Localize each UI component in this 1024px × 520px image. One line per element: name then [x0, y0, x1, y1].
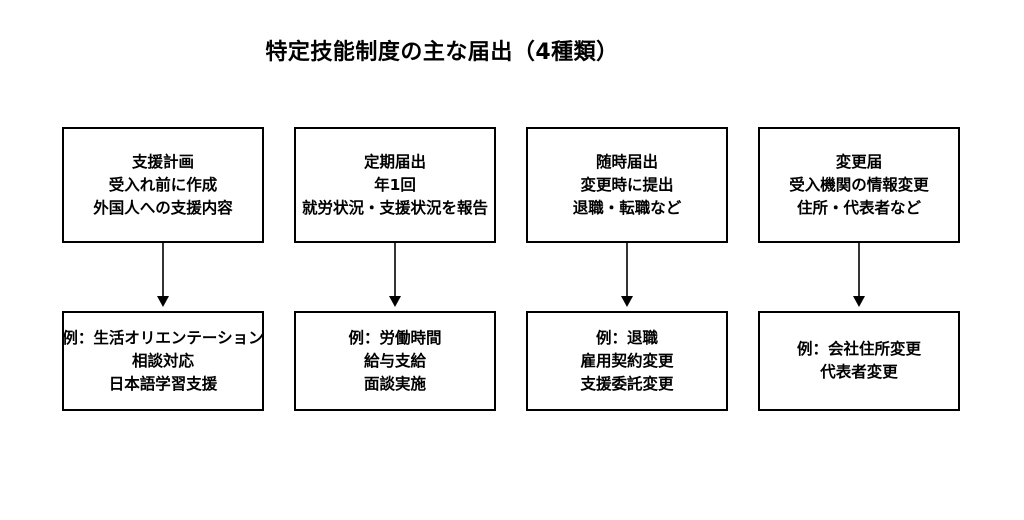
- box-line: 変更時に提出: [580, 175, 674, 194]
- box-line: 就労状況・支援状況を報告: [301, 198, 488, 217]
- box-line: 住所・代表者など: [796, 198, 921, 217]
- example-line: 例：労働時間: [348, 328, 442, 347]
- example-line: 例：退職: [595, 328, 658, 347]
- arrow-col-3: [853, 243, 865, 307]
- box-heading: 随時届出: [595, 152, 658, 171]
- box-line: 受入れ前に作成: [108, 175, 218, 194]
- box-heading: 支援計画: [131, 152, 194, 171]
- diagram-title-text: 特定技能制度の主な届出（4種類）: [265, 40, 619, 65]
- box-line: 受入機関の情報変更: [789, 175, 929, 194]
- box-line: 年1回: [374, 175, 416, 194]
- box-heading: 変更届: [835, 152, 883, 171]
- example-line: 支援委託変更: [580, 374, 674, 393]
- example-line: 雇用契約変更: [580, 351, 674, 370]
- box-line: 退職・転職など: [572, 198, 682, 217]
- example-box-support-plan: 例：生活オリエンテーション 相談対応 日本語学習支援: [62, 311, 264, 411]
- notice-box-ad-hoc: 随時届出 変更時に提出 退職・転職など: [526, 127, 728, 243]
- arrow-col-1: [389, 243, 401, 307]
- example-line: 例：会社住所変更: [796, 340, 921, 358]
- box-heading: 定期届出: [363, 152, 426, 171]
- example-line: 例：生活オリエンテーション: [62, 328, 264, 347]
- box-line: 外国人への支援内容: [93, 198, 233, 217]
- arrow-col-0: [157, 243, 169, 307]
- notice-box-support-plan: 支援計画 受入れ前に作成 外国人への支援内容: [62, 127, 264, 243]
- example-box-ad-hoc: 例：退職 雇用契約変更 支援委託変更: [526, 311, 728, 411]
- example-line: 面談実施: [363, 374, 426, 393]
- example-box-periodic: 例：労働時間 給与支給 面談実施: [294, 311, 496, 411]
- diagram-title: 特定技能制度の主な届出（4種類）: [0, 34, 1024, 66]
- example-line: 日本語学習支援: [108, 374, 218, 393]
- example-line: 給与支給: [363, 351, 426, 370]
- notice-box-change: 変更届 受入機関の情報変更 住所・代表者など: [758, 127, 960, 243]
- example-line: 相談対応: [131, 351, 194, 370]
- example-line: 代表者変更: [820, 363, 898, 381]
- arrow-col-2: [621, 243, 633, 307]
- notice-box-periodic: 定期届出 年1回 就労状況・支援状況を報告: [294, 127, 496, 243]
- example-box-change: 例：会社住所変更 代表者変更: [758, 311, 960, 411]
